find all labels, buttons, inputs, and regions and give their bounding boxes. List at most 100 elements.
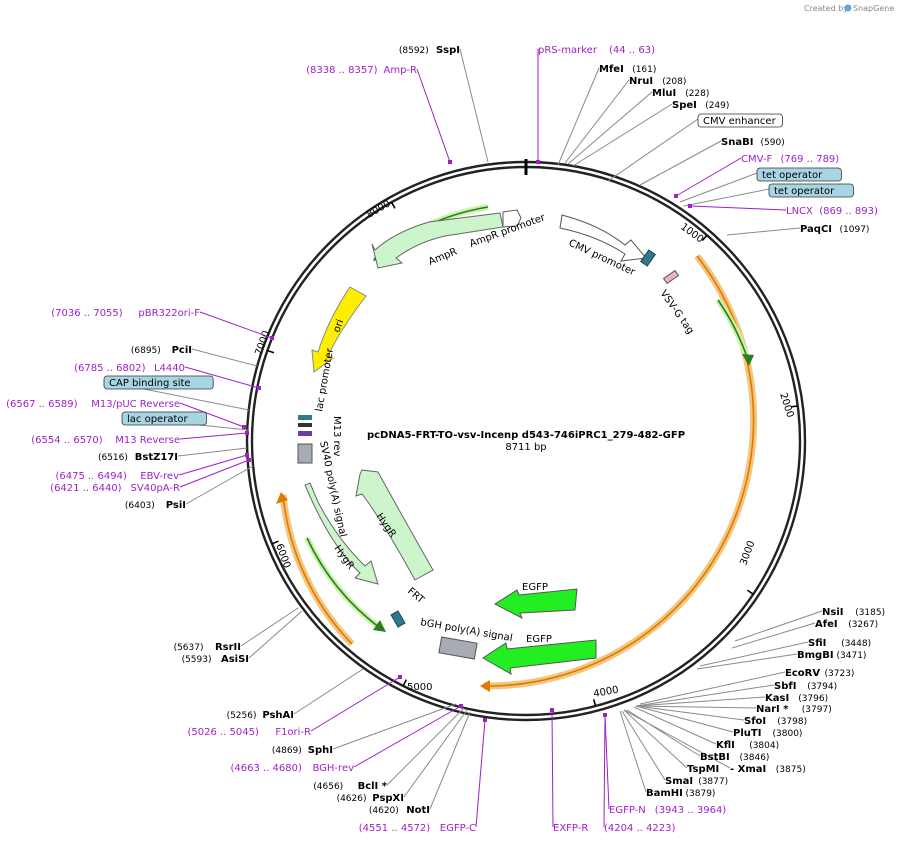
primer-tick-egfp-c: [483, 718, 487, 722]
label-pos-amp-r: (8338 .. 8357): [306, 65, 378, 76]
leader-bamhi: [619, 710, 647, 793]
label-cap: CAP binding site: [109, 378, 191, 389]
feature-sv40-polya-box[interactable]: [297, 443, 313, 464]
tick-6000: [271, 540, 279, 545]
leader-bmgbi: [696, 653, 798, 670]
label-name-afei: AfeI: [815, 619, 838, 630]
leader-tspmi: [623, 709, 688, 769]
label-pos-pshai: (5256): [227, 711, 257, 721]
label-name-pluti: PluTI: [733, 728, 761, 739]
label-name-pspxi: PspXI: [372, 793, 404, 804]
label-pos-bstz17i: (6516): [98, 453, 128, 463]
label-name-l4440: L4440: [154, 363, 185, 374]
label-name-nari: NarI *: [756, 704, 789, 715]
leader-pshai: [293, 668, 364, 715]
feature-vsv-g-tag[interactable]: [662, 269, 680, 285]
label-pos-kfli: (3804): [749, 741, 779, 751]
label-name-sbfi: SbfI: [774, 681, 796, 692]
leader-spei: [572, 103, 673, 167]
feature-label-vsv-g-tag: VSV-G tag: [658, 288, 696, 336]
label-pos-sphi: (4869): [272, 746, 302, 756]
feature-hygr-left-arrow[interactable]: [304, 482, 379, 585]
feature-ampr-arrow[interactable]: [371, 212, 504, 269]
label-name-bamhi: BamHI: [646, 788, 683, 799]
leader-sspi: [459, 48, 489, 163]
feature-cmv-promoter-arrow[interactable]: [559, 214, 647, 262]
feature-bgh-polya-box[interactable]: [438, 636, 478, 660]
tick-7000: [267, 349, 275, 354]
site-labels: SspI(8592)pRS-marker(44 .. 63)Amp-R(8338…: [6, 45, 885, 834]
plasmid-length: 8711 bp: [505, 442, 546, 453]
feature-frt-site[interactable]: [390, 610, 406, 628]
label-name-egfp-c: EGFP-C: [440, 823, 476, 834]
feature-ampr-promoter-arrow[interactable]: [502, 209, 522, 228]
label-name-lncx: LNCX: [786, 206, 813, 217]
leader-egfp-n-range: [603, 714, 606, 828]
feature-label-m13-rev: M13 rev: [331, 416, 342, 457]
label-name-sv40pa-r: SV40pA-R: [131, 483, 180, 494]
label-pos-f1ori-r: (5026 .. 5045): [187, 727, 259, 738]
label-name-sfii: SfiI: [808, 638, 826, 649]
label-name-asisi: AsiSI: [221, 654, 249, 665]
leader-pcii: [191, 348, 258, 367]
tick-3000: [746, 589, 754, 595]
label-name-ebv-rev: EBV-rev: [140, 471, 179, 482]
label-pos-nrui: (208): [662, 77, 686, 87]
label-pos-l4440: (6785 .. 6802): [74, 363, 146, 374]
leader-pbr322: [199, 311, 273, 339]
leader-nari: [635, 705, 757, 709]
label-pos-ebv-rev: (6475 .. 6494): [55, 471, 127, 482]
label-pos-pspxi: (4626): [337, 794, 367, 804]
label-pos-sfii: (3448): [841, 639, 871, 649]
leader-sfoi: [635, 705, 745, 721]
feature-lac-operator-mark[interactable]: [298, 423, 312, 427]
label-pos-paqci: (1097): [840, 225, 870, 235]
orange-feature-right: [483, 255, 755, 687]
label-name-pshai: PshAI: [262, 710, 294, 721]
label-box-cmv-enhancer: [697, 113, 783, 128]
leader-l4440: [184, 366, 260, 389]
feature-lac-promoter-mark[interactable]: [298, 415, 312, 420]
label-name-noti: NotI: [406, 805, 430, 816]
feature-egfp-upper-arrow[interactable]: [493, 588, 578, 620]
orange-feature-left: [282, 494, 353, 645]
feature-cmv-small-box[interactable]: [640, 249, 656, 267]
feature-ori-arrow[interactable]: [311, 286, 367, 373]
label-pos-mfei: (161): [632, 65, 656, 75]
green-primer-arc-left: [306, 537, 381, 629]
label-name-kfli: KflI: [716, 740, 735, 751]
label-name-pbr322: pBR322ori-F: [138, 308, 200, 319]
label-name-bcli: BclI *: [358, 781, 388, 792]
primer-tick-f1ori-r: [398, 675, 402, 679]
label-name-sspi: SspI: [436, 45, 460, 56]
label-box-tet-op-2: [768, 183, 854, 198]
label-pos-sfoi: (3798): [777, 717, 807, 727]
leader-kfli: [633, 706, 717, 745]
primer-tick-lncx: [688, 204, 692, 208]
label-name-f1ori-r: F1ori-R: [275, 727, 311, 738]
leader-nrui: [564, 79, 630, 164]
label-name-tspmi: TspMI: [687, 764, 719, 775]
label-pos-mlui: (228): [685, 89, 709, 99]
label-pos-egfp-n-range: (4204 .. 4223): [604, 823, 676, 834]
tick-label-4000: 4000: [593, 685, 620, 700]
feature-label-egfp-2: EGFP: [526, 634, 552, 645]
label-pos-pbr322: (7036 .. 7055): [51, 308, 123, 319]
plasmid-name: pcDNA5-FRT-TO-vsv-Incenp d543-746iPRC1_2…: [367, 430, 685, 441]
label-pos-bmgbi: (3471): [837, 651, 867, 661]
label-pos-sbfi: (3794): [807, 682, 837, 692]
label-pos-egfp-n: (3943 .. 3964): [655, 805, 727, 816]
label-name-xmai: - XmaI: [730, 764, 766, 775]
tick-2000: [790, 405, 798, 408]
label-pos-spei: (249): [705, 101, 729, 111]
leader-ecorv: [639, 671, 786, 705]
feature-m13-rev-mark[interactable]: [298, 431, 312, 436]
feature-egfp-lower-arrow[interactable]: [482, 639, 597, 675]
label-name-sfoi: SfoI: [744, 716, 766, 727]
label-name-kasi: KasI: [765, 693, 789, 704]
label-pos-prs-marker: (44 .. 63): [609, 45, 655, 56]
leader-paqci: [726, 227, 801, 236]
feature-hygr-right-arrow[interactable]: [355, 469, 434, 581]
leader-sphi: [332, 703, 457, 750]
